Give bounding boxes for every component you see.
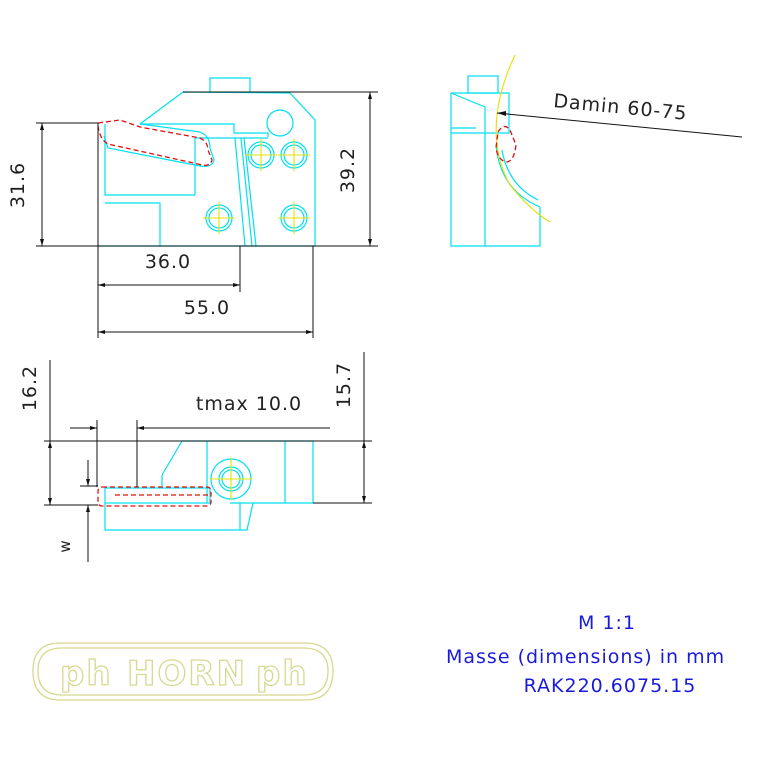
screw-hole (245, 139, 277, 171)
dim-tmax: tmax 10.0 (196, 393, 302, 415)
dim-height-right-top: 15.7 (333, 362, 355, 408)
screw-hole (278, 139, 310, 171)
callout-damin: Damin 60-75 (553, 90, 689, 125)
logo-brand: HORN (127, 654, 247, 694)
dim-width-inner: 36.0 (145, 251, 191, 273)
insert-outline-side (495, 125, 517, 163)
screw-hole (203, 202, 235, 234)
dim-height-left-top: 16.2 (19, 365, 41, 411)
dim-height-left: 31.6 (7, 162, 29, 208)
screw-hole (210, 458, 252, 500)
screw-hole (278, 202, 310, 234)
logo-left-mark: ph (60, 654, 113, 694)
part-number: RAK220.6075.15 (524, 675, 697, 697)
side-view: Damin 60-75 (450, 54, 743, 247)
logo-right-mark: ph (256, 654, 309, 694)
units-note: Masse (dimensions) in mm (446, 646, 725, 668)
horn-logo: ph HORN ph (32, 642, 334, 701)
dim-w: w (56, 539, 74, 552)
front-view: 31.6 39.2 36.0 55.0 (7, 77, 378, 338)
insert-outline-top (97, 486, 212, 507)
insert-outline (97, 119, 213, 166)
scale-note: M 1:1 (578, 612, 636, 634)
dim-height-right: 39.2 (337, 147, 359, 193)
title-notes: M 1:1 Masse (dimensions) in mm RAK220.60… (446, 612, 725, 697)
top-view: 16.2 15.7 tmax 10.0 w (19, 352, 372, 562)
dim-width-overall: 55.0 (184, 297, 230, 319)
